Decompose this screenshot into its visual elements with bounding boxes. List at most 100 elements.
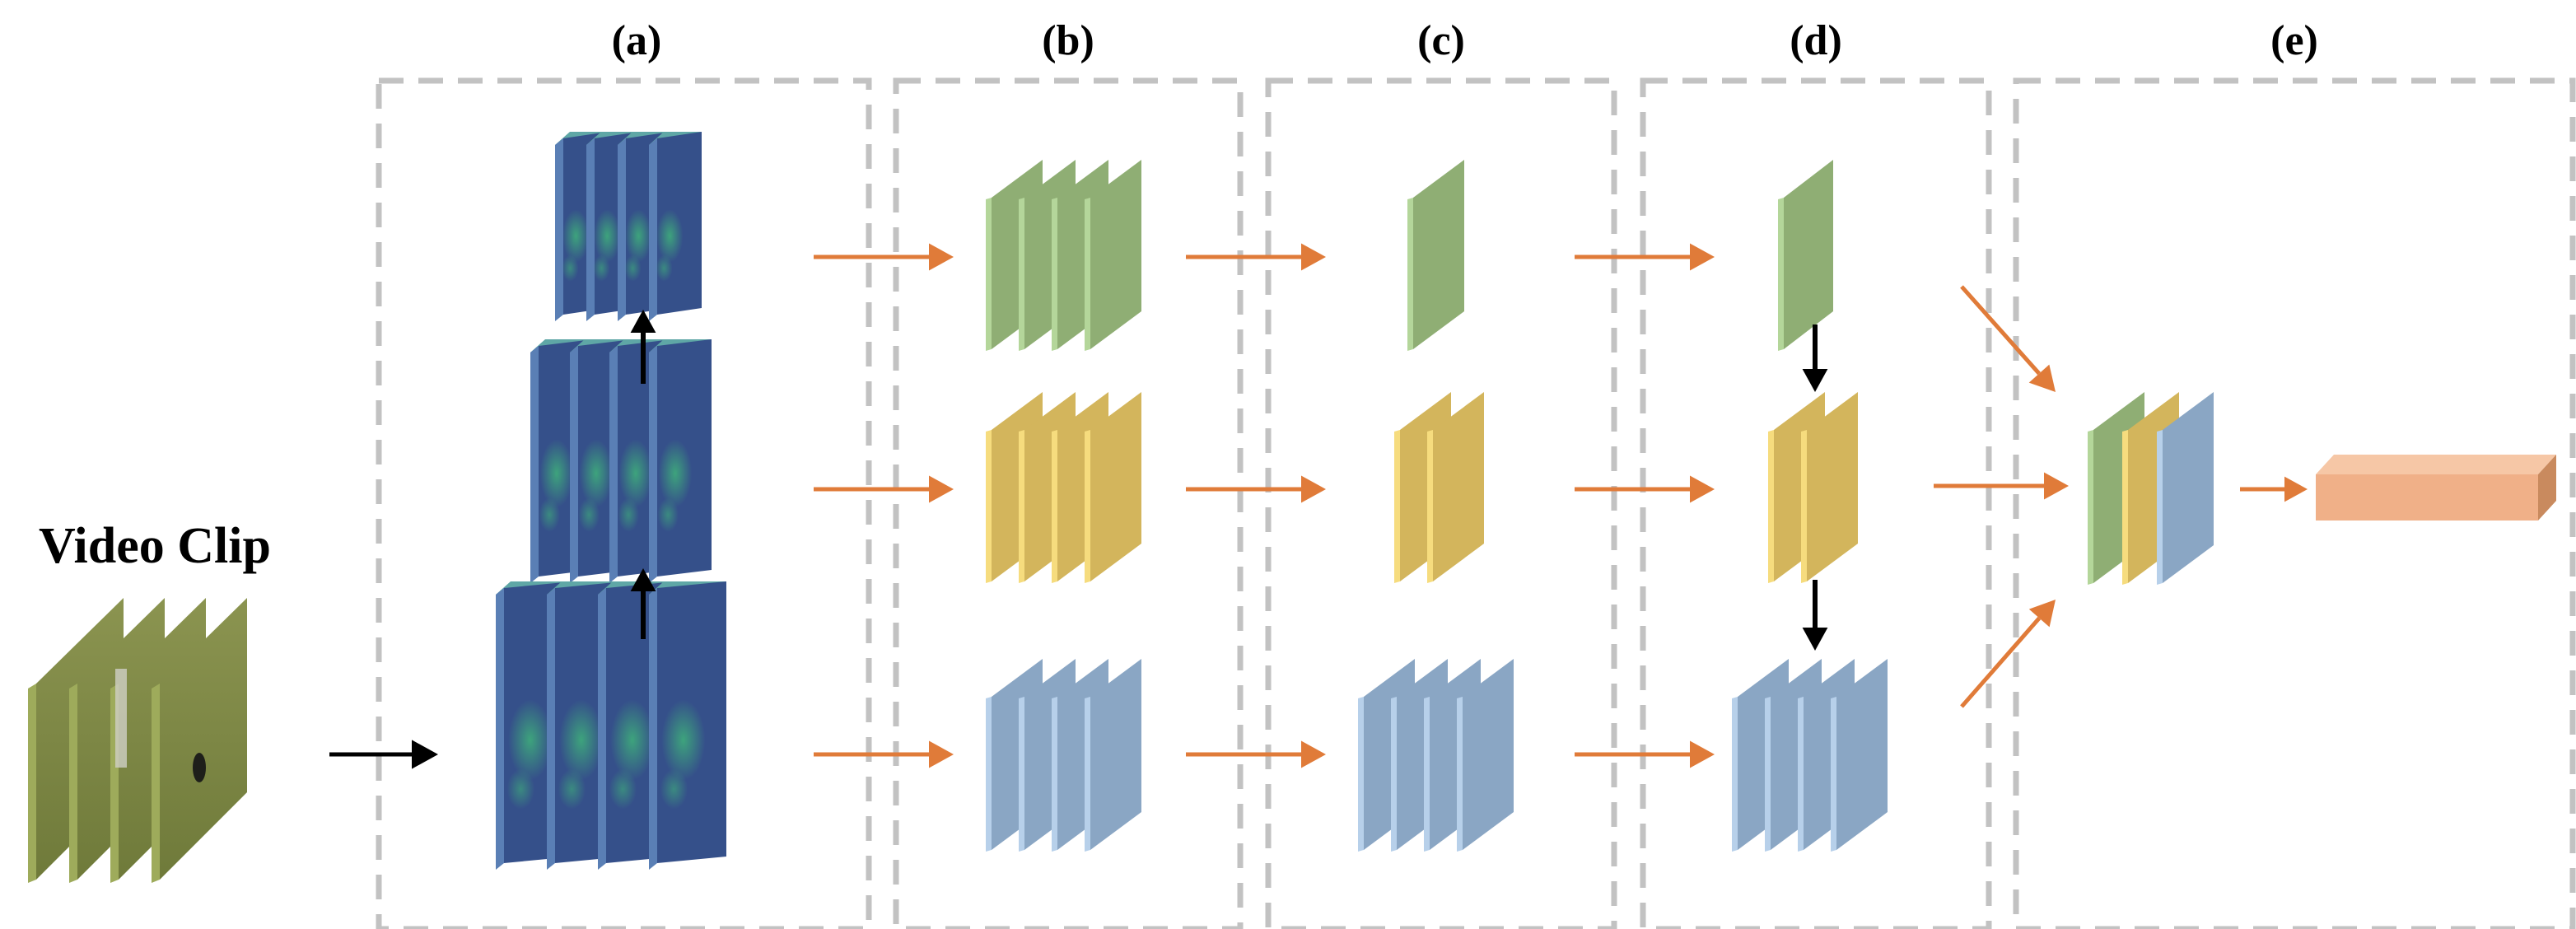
pyramid-mid-frame-3-activation-2 xyxy=(618,497,639,532)
stage-b-blue-layer-2-edge xyxy=(1019,697,1024,852)
stage-labels: (a) (b) (c) (d) (e) xyxy=(612,17,2318,64)
stage-e-concat-yellow-edge xyxy=(2122,430,2128,585)
arrow-a-to-b-1 xyxy=(814,243,954,271)
stage-box-c xyxy=(1265,77,1617,929)
stage-b-green-layer-3-edge xyxy=(1052,198,1057,351)
arrow-c-to-d-3 xyxy=(1575,740,1715,768)
output-vector-side xyxy=(2538,455,2556,521)
arrow-d-to-e-3 xyxy=(1960,600,2056,708)
pyramid-bottom-frame-4-edge xyxy=(649,588,657,870)
stage-b-yellow-layer-2-edge xyxy=(1019,430,1024,583)
stage-b-blue-layer-1-edge xyxy=(986,697,992,852)
stage-c-green-layer-1 xyxy=(1407,160,1464,351)
pyramid-mid-frame-4-activation-2 xyxy=(657,497,679,532)
pyramid-top-frame-1-edge xyxy=(555,138,563,321)
pyramid-bottom-frame-3-activation-2 xyxy=(609,768,637,810)
pyramid-mid-frame-4-edge xyxy=(649,346,657,583)
arrow-d-to-e-3-shaft xyxy=(1960,616,2042,708)
arrow-a-to-b-3-head xyxy=(929,740,954,768)
pyramid-bottom-frame-4 xyxy=(649,581,726,870)
arrow-d-to-e-2 xyxy=(1934,472,2069,500)
stage-c-blue-layer-3-edge xyxy=(1424,697,1430,852)
stage-b-yellow-layer-4-edge xyxy=(1085,430,1090,583)
arrow-b-to-c-3-head xyxy=(1301,740,1326,768)
stage-d-blue-layer-4 xyxy=(1831,659,1888,852)
pyramid-top-frame-4-edge xyxy=(649,138,657,321)
stage-c-green-layer-1-edge xyxy=(1407,198,1413,351)
arrow-d-to-e-2-head xyxy=(2044,472,2069,500)
stage-box-a xyxy=(376,77,872,929)
pyramid-mid-frame-2-activation xyxy=(579,439,614,508)
video-frame-1-edge xyxy=(28,684,36,883)
stage-c-blue-layer-4-face xyxy=(1463,659,1514,850)
stage-label-e: (e) xyxy=(2270,17,2318,64)
stage-d-blue-layer-4-face xyxy=(1836,659,1888,850)
stage-b-blue-layer-4-edge xyxy=(1085,697,1090,852)
output-vector-front xyxy=(2316,474,2538,521)
pyramid-bottom-frame-3-activation xyxy=(610,699,655,781)
stage-label-a: (a) xyxy=(612,17,662,64)
stage-b-yellow-layer-4-face xyxy=(1090,392,1141,581)
output-vector-top xyxy=(2316,455,2556,474)
arrow-b-to-c-2 xyxy=(1186,475,1326,503)
stage-b-green-layer-4-edge xyxy=(1085,198,1090,351)
video-clip-title: Video Clip xyxy=(39,518,271,574)
stage-e-concat-blue-face xyxy=(2163,392,2214,583)
pyramid-mid-frame-1-activation xyxy=(539,439,574,508)
pyramid-top-frame-3-activation xyxy=(625,209,652,263)
pyramid-top-frame-1-activation-2 xyxy=(562,254,579,282)
stage-d-yellow-layer-2-face xyxy=(1807,392,1858,581)
arrow-d-down-1 xyxy=(1802,324,1828,392)
stage-c-yellow-layer-1-edge xyxy=(1394,430,1400,583)
arrow-input xyxy=(329,740,438,769)
stage-e-concat-green-edge xyxy=(2088,430,2093,585)
pyramid-top-frame-2-activation-2 xyxy=(593,254,610,282)
stage-c-yellow-layer-2 xyxy=(1427,392,1484,583)
arrow-b-to-c-3 xyxy=(1186,740,1326,768)
stage-b-green-layer-2-edge xyxy=(1019,198,1024,351)
arrow-a-to-b-2 xyxy=(814,475,954,503)
stage-b-green-layer-1-edge xyxy=(986,198,992,351)
stage-d-blue-layer-1-edge xyxy=(1732,697,1738,852)
pyramid-mid-frame-1-activation-2 xyxy=(539,497,560,532)
stage-e-concat-blue-edge xyxy=(2157,430,2163,585)
video-clip-frames xyxy=(28,598,247,883)
video-frame-4-person xyxy=(193,753,206,782)
pyramid-bottom-frame-3-edge xyxy=(598,588,606,870)
pyramid-top-frame-2-activation xyxy=(594,209,621,263)
pyramid-mid-frame-2-edge xyxy=(570,346,578,583)
stage-c-green-layer-1-face xyxy=(1413,160,1464,349)
pyramid-top-frame-4-activation xyxy=(656,209,684,263)
pyramid-mid-frame-2-activation-2 xyxy=(578,497,600,532)
stage-d-green-layer-1-face xyxy=(1784,160,1833,349)
pyramid-top-frame-3-activation-2 xyxy=(624,254,642,282)
pyramid-top-frame-3-edge xyxy=(618,138,626,321)
stage-b-blue-layer-4 xyxy=(1085,659,1141,852)
arrow-c-to-d-1-head xyxy=(1690,243,1715,271)
arrow-pyramid-up-2 xyxy=(630,568,656,639)
arrow-d-down-2 xyxy=(1802,580,1828,651)
stage-b-blue-layer-4-face xyxy=(1090,659,1141,850)
stage-c-blue-layer-4-edge xyxy=(1457,697,1463,852)
arrow-b-to-c-1-head xyxy=(1301,243,1326,271)
stage-label-b: (b) xyxy=(1042,17,1094,64)
arrows xyxy=(329,243,2308,769)
stage-c-blue-layer-1-edge xyxy=(1358,697,1364,852)
arrow-c-to-d-1 xyxy=(1575,243,1715,271)
video-frame-4 xyxy=(152,598,247,883)
video-frame-4-edge xyxy=(152,684,160,883)
output-vector xyxy=(2316,455,2556,521)
arrow-c-to-d-2-head xyxy=(1690,475,1715,503)
stage-e-layers xyxy=(2088,392,2556,585)
arrow-to-output-head xyxy=(2284,476,2308,502)
pyramid-bottom-frame-4-activation-2 xyxy=(660,768,688,810)
stage-d-yellow-layer-2 xyxy=(1801,392,1858,583)
arrow-d-down-1-head xyxy=(1802,369,1828,392)
pyramid-top-frame-4 xyxy=(649,132,702,321)
arrow-pyramid-up-2-head xyxy=(630,568,656,591)
stage-e-concat-blue xyxy=(2157,392,2214,585)
stage-d-blue-layer-2-edge xyxy=(1765,697,1771,852)
stage-boxes xyxy=(376,77,2576,929)
pyramid-mid-frame-3-activation xyxy=(618,439,653,508)
stage-label-c: (c) xyxy=(1417,17,1465,64)
